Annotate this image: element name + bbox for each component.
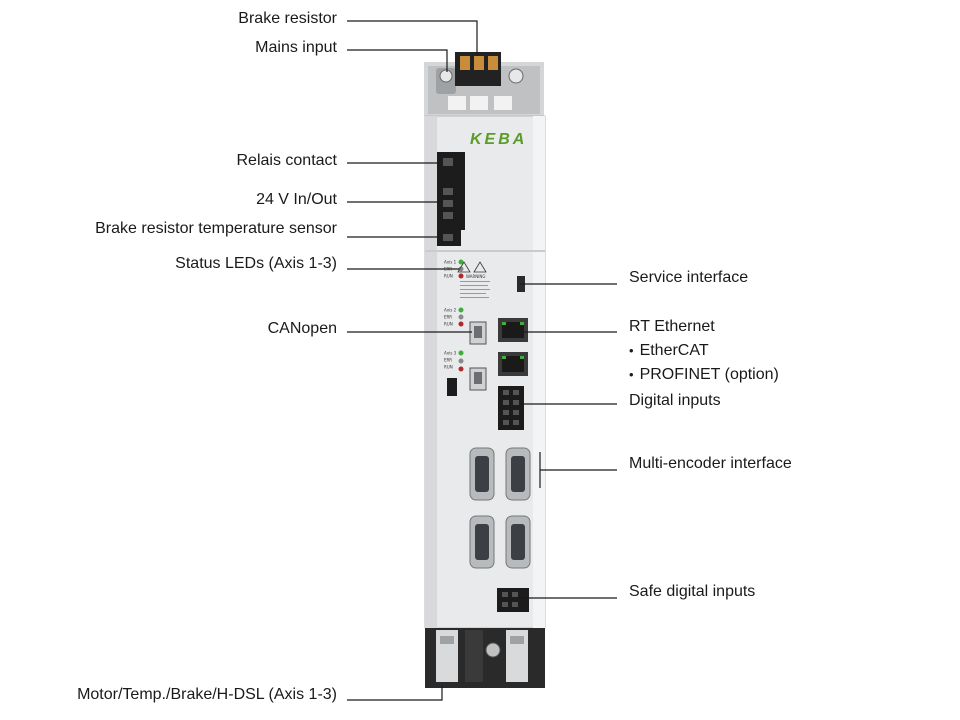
bullet-profinet: • xyxy=(629,367,634,382)
label-brake-temp-sensor: Brake resistor temperature sensor xyxy=(95,220,337,237)
label-ethercat: • EtherCAT xyxy=(629,341,709,361)
label-brake-resistor: Brake resistor xyxy=(238,10,337,27)
led-label: Axis 3 xyxy=(444,351,457,356)
label-ethercat-text: EtherCAT xyxy=(639,342,709,359)
label-service-interface: Service interface xyxy=(629,269,749,286)
upper-connector-strip xyxy=(437,152,465,246)
label-profinet: • PROFINET (option) xyxy=(629,365,779,385)
label-profinet-text: PROFINET (option) xyxy=(639,366,779,383)
label-relais-contact: Relais contact xyxy=(236,152,338,169)
label-motor-connector: Motor/Temp./Brake/H-DSL (Axis 1-3) xyxy=(77,686,337,703)
brand-logo: KEBA xyxy=(470,131,527,148)
label-24v-in-out: 24 V In/Out xyxy=(256,191,337,208)
label-status-leds: Status LEDs (Axis 1-3) xyxy=(175,255,337,272)
label-safe-digital-inputs: Safe digital inputs xyxy=(629,583,756,600)
leader-lines xyxy=(347,20,617,701)
label-canopen: CANopen xyxy=(267,320,337,337)
motor-connectors xyxy=(425,628,545,688)
status-leds xyxy=(458,259,464,372)
led-label: ERR xyxy=(444,358,452,363)
led-label: RUN xyxy=(444,322,453,327)
bullet-ethercat: • xyxy=(629,343,634,358)
rt-ethernet-ports xyxy=(498,318,528,376)
canopen-ports xyxy=(447,321,487,396)
warning-label: WARNING xyxy=(457,261,490,298)
encoder-connectors xyxy=(469,447,531,569)
label-mains-input: Mains input xyxy=(255,39,337,56)
warning-title: WARNING xyxy=(466,274,486,279)
led-label: Axis 2 xyxy=(444,308,457,313)
led-label: Axis 1 xyxy=(444,260,457,265)
label-multi-encoder: Multi-encoder interface xyxy=(629,455,792,472)
led-label: ERR xyxy=(444,315,452,320)
label-rt-ethernet: RT Ethernet xyxy=(629,318,715,335)
led-label: RUN xyxy=(444,365,453,370)
label-digital-inputs: Digital inputs xyxy=(629,392,721,409)
led-label: RUN xyxy=(444,274,453,279)
digital-inputs-connector xyxy=(498,386,524,430)
safe-inputs-connector xyxy=(497,588,529,612)
top-terminal-block xyxy=(424,52,544,116)
led-label: ERR xyxy=(444,267,452,272)
